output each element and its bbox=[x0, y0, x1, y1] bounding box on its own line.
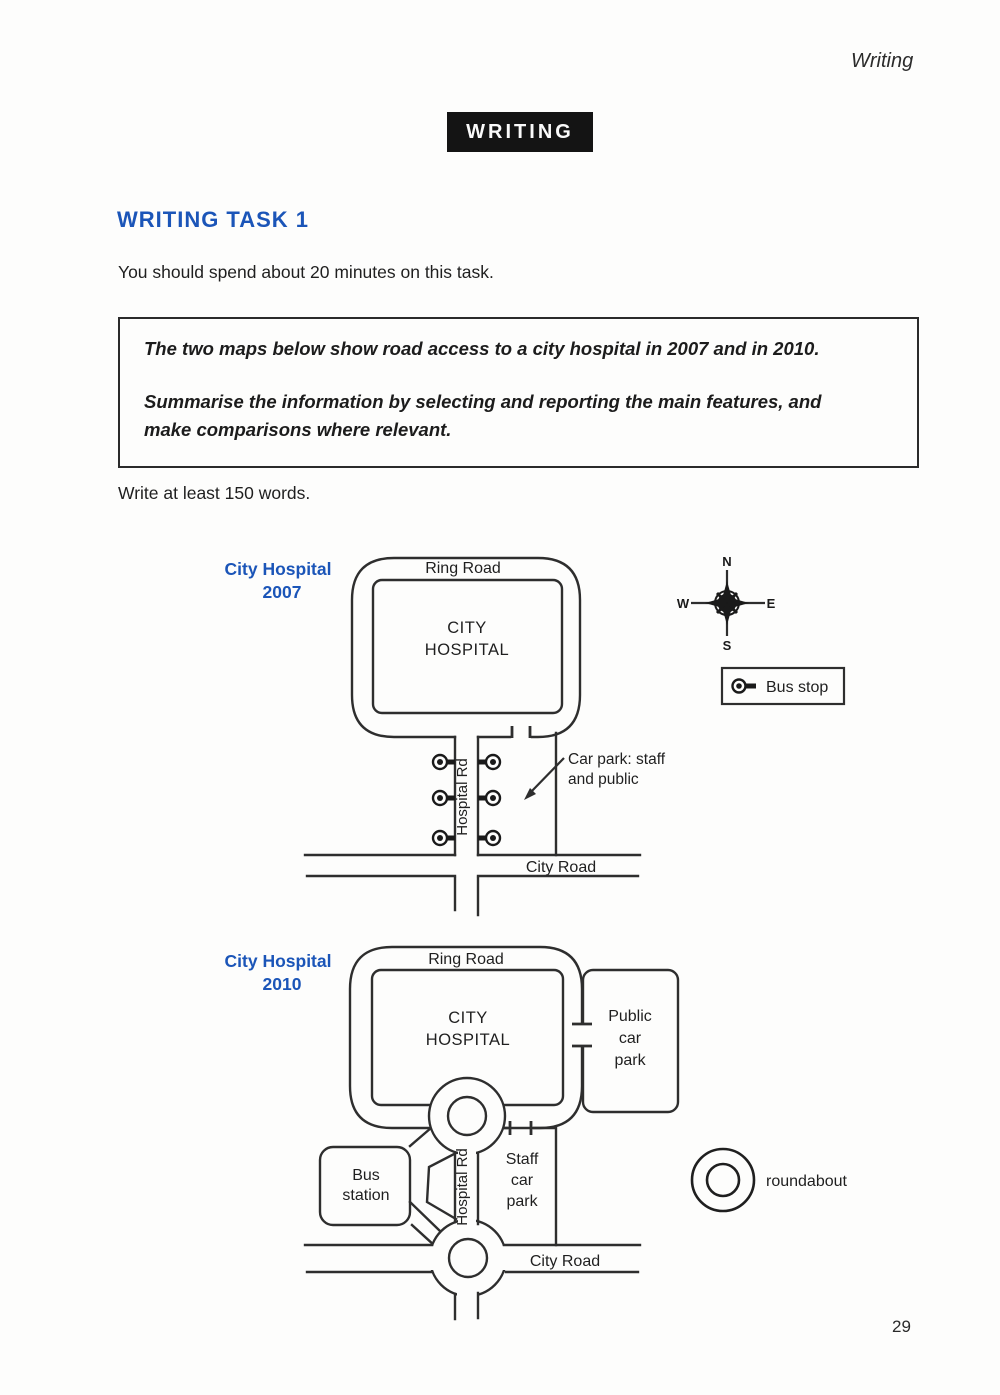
bus-station-link-roads bbox=[408, 1126, 443, 1248]
map-2010: City Hospital 2010 Ring Road CITY HOSPIT… bbox=[225, 945, 848, 1321]
time-note: You should spend about 20 minutes on thi… bbox=[118, 262, 494, 282]
compass-icon bbox=[691, 570, 765, 636]
car-park-arrow-icon bbox=[524, 757, 565, 800]
ring-road-label: Ring Road bbox=[425, 560, 501, 577]
roundabout-icon bbox=[690, 1147, 756, 1213]
bus-station-label-line1: Bus bbox=[352, 1167, 380, 1184]
hospital-road-lines bbox=[453, 1151, 480, 1226]
task-title: WRITING TASK 1 bbox=[117, 207, 310, 232]
hospital-road-label: Hospital Rd bbox=[454, 1148, 471, 1226]
car-park-gate-icon bbox=[510, 726, 532, 738]
compass-east-label: E bbox=[767, 596, 776, 611]
page-header-section: Writing bbox=[851, 50, 914, 72]
public-car-park-label-line3: park bbox=[614, 1052, 646, 1069]
hospital-label-line2: HOSPITAL bbox=[425, 641, 509, 659]
staff-car-park-label-line2: car bbox=[511, 1172, 534, 1189]
hospital-label-line1: CITY bbox=[448, 1009, 488, 1027]
bus-station-label-line2: station bbox=[342, 1187, 389, 1204]
bus-stop-icon bbox=[431, 789, 455, 807]
staff-car-park-label-line1: Staff bbox=[506, 1151, 539, 1168]
hospital-label-line1: CITY bbox=[447, 619, 487, 637]
bus-stop-icon bbox=[431, 829, 455, 847]
page-number: 29 bbox=[892, 1317, 911, 1336]
map-2007: City Hospital 2007 City Road Ring Road C… bbox=[225, 554, 846, 917]
city-road-lines bbox=[303, 853, 642, 878]
map-2010-title: City Hospital bbox=[225, 951, 332, 971]
roundabout-legend: roundabout bbox=[690, 1147, 848, 1213]
bus-stop-legend: Bus stop bbox=[720, 666, 846, 706]
compass-west-label: W bbox=[677, 596, 690, 611]
city-road-label: City Road bbox=[526, 859, 596, 876]
roundabout-upper-island bbox=[446, 1095, 488, 1137]
roundabout-legend-label: roundabout bbox=[766, 1173, 848, 1190]
staff-car-park-gate-icon bbox=[508, 1121, 533, 1135]
bus-stop-icon bbox=[431, 753, 455, 771]
ring-road-outline bbox=[350, 556, 582, 739]
traffic-island bbox=[425, 1151, 458, 1221]
bus-stop-icon bbox=[478, 789, 502, 807]
bus-stop-icon bbox=[731, 678, 756, 694]
car-park-label-line1: Car park: staff bbox=[568, 751, 666, 768]
map-2010-year: 2010 bbox=[263, 974, 302, 994]
prompt-line-2: Summarise the information by selecting a… bbox=[144, 391, 822, 412]
map-2007-title: City Hospital bbox=[225, 559, 332, 579]
compass-north-label: N bbox=[722, 554, 731, 569]
bus-stop-icon bbox=[478, 829, 502, 847]
city-hospital-building bbox=[371, 578, 564, 715]
bus-stop-icon bbox=[478, 753, 502, 771]
task-prompt-box: The two maps below show road access to a… bbox=[118, 317, 919, 468]
map-2007-year: 2007 bbox=[263, 582, 302, 602]
prompt-line-1: The two maps below show road access to a… bbox=[144, 338, 820, 359]
city-road-label: City Road bbox=[530, 1253, 600, 1270]
ring-road-label: Ring Road bbox=[428, 951, 504, 968]
public-car-park-gate-icon bbox=[572, 1022, 592, 1048]
public-car-park-entrance bbox=[575, 1025, 589, 1045]
public-car-park-label-line2: car bbox=[619, 1030, 642, 1047]
roundabout-upper bbox=[427, 1076, 507, 1156]
hospital-road-label: Hospital Rd bbox=[454, 758, 471, 836]
city-road-lines bbox=[303, 1243, 642, 1274]
public-car-park-label-line1: Public bbox=[608, 1008, 652, 1025]
staff-car-park-label-line3: park bbox=[506, 1193, 538, 1210]
bus-station-building bbox=[318, 1145, 412, 1227]
hospital-road-south-stub bbox=[453, 1291, 480, 1321]
roundabout-lower bbox=[428, 1218, 508, 1298]
writing-banner: WRITING bbox=[447, 112, 593, 152]
hospital-label-line2: HOSPITAL bbox=[426, 1031, 510, 1049]
ring-road-outline bbox=[348, 945, 584, 1130]
prompt-line-3: make comparisons where relevant. bbox=[144, 419, 452, 440]
word-count-note: Write at least 150 words. bbox=[118, 483, 311, 503]
compass-south-label: S bbox=[723, 638, 732, 653]
hospital-road-south-stub bbox=[453, 876, 480, 917]
car-park-label-line2: and public bbox=[568, 771, 639, 788]
bus-stop-legend-label: Bus stop bbox=[766, 679, 828, 696]
roundabout-lower-island bbox=[447, 1237, 489, 1279]
